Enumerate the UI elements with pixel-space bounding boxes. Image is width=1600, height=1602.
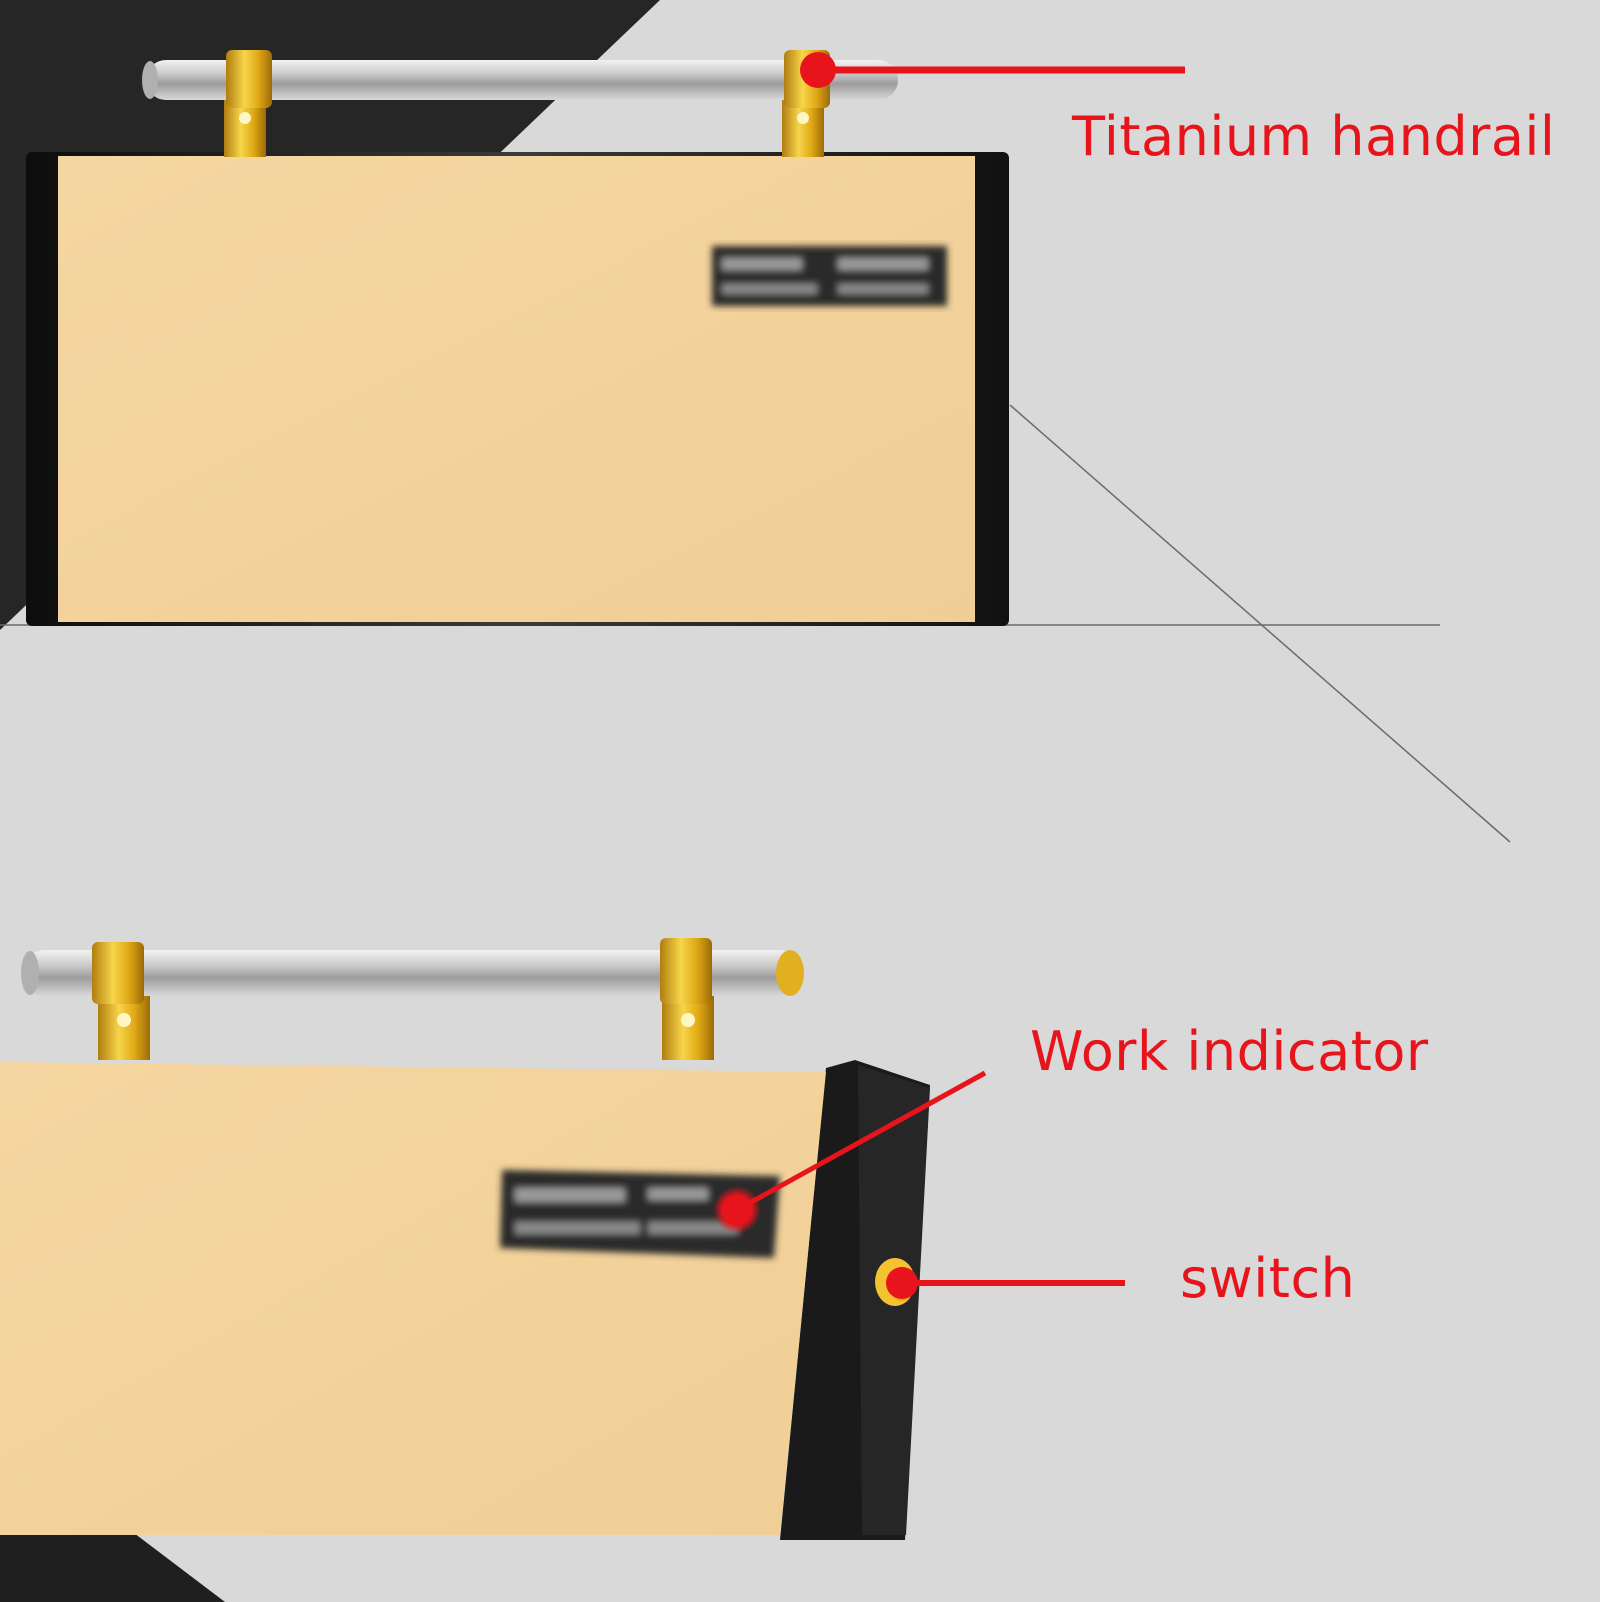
bottom-device-panel <box>0 1062 826 1535</box>
top-handrail <box>142 50 898 157</box>
callout-label-work-indicator: Work indicator <box>1030 1020 1429 1083</box>
top-device <box>26 50 1009 626</box>
callout-handrail-pointer <box>800 52 1185 88</box>
dark-corner-bottom <box>0 1530 225 1602</box>
bottom-nameplate <box>500 1170 780 1258</box>
callout-switch-pointer <box>886 1267 1125 1299</box>
bottom-handrail <box>21 938 804 1060</box>
bottom-device <box>0 938 930 1540</box>
top-nameplate <box>712 246 947 306</box>
top-device-panel <box>58 156 975 622</box>
callout-label-handrail: Titanium handrail <box>1072 105 1556 168</box>
detail-guide-line <box>1009 404 1511 843</box>
callout-label-switch: switch <box>1180 1247 1356 1310</box>
callout-indicator-pointer <box>723 1070 987 1224</box>
